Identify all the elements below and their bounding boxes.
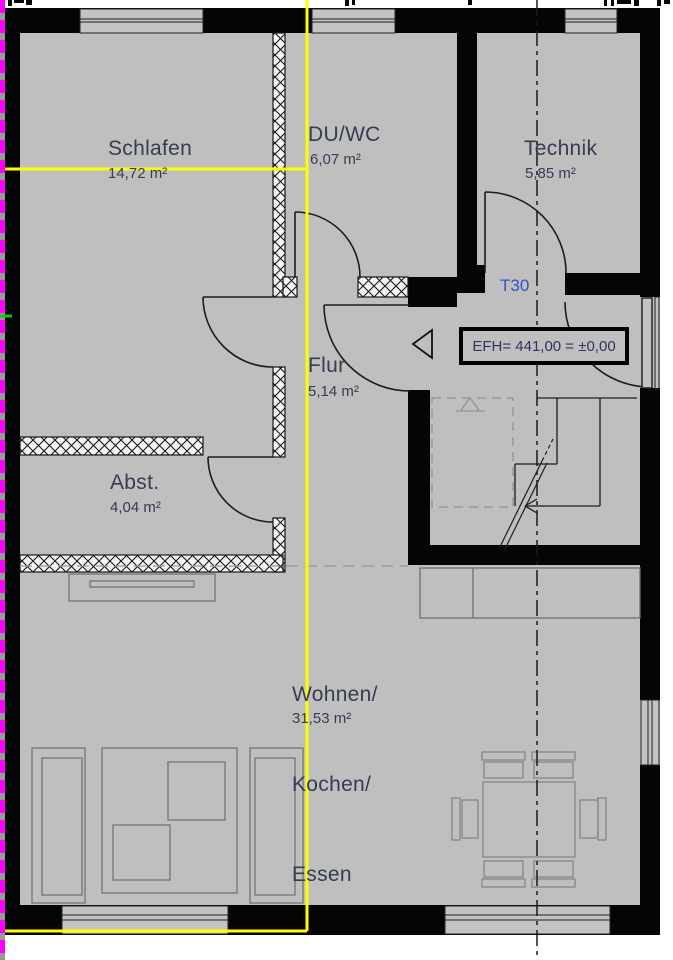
room-label-wohnen-line3: Essen	[292, 863, 352, 886]
rug-with-tables	[101, 747, 238, 894]
door-flur	[323, 304, 411, 392]
stair-break-line	[498, 438, 554, 552]
window-top-2	[311, 8, 396, 34]
room-label-flur: Flur	[308, 354, 346, 377]
level-marker: EFH= 441,00 = ±0,00	[459, 327, 629, 365]
room-area-duwc: 6,07 m²	[310, 151, 361, 168]
room-label-duwc: DU/WC	[308, 123, 381, 146]
entrance-arrow-icon	[411, 328, 433, 360]
door-technik	[484, 191, 567, 274]
room-label-wohnen: Wohnen/ Kochen/ Essen	[292, 620, 378, 920]
room-area-abst: 4,04 m²	[110, 499, 161, 516]
hatched-walls	[19, 32, 409, 573]
floor-slab	[5, 8, 660, 935]
doors	[202, 191, 660, 523]
dining-table	[451, 751, 607, 888]
stair-up-arrow-icon	[456, 396, 485, 412]
sofa-right	[249, 747, 304, 904]
boundary-marker	[0, 0, 12, 960]
windows	[61, 8, 660, 935]
furniture	[31, 573, 607, 904]
room-label-technik: Technik	[524, 137, 598, 160]
kitchen-counter	[419, 567, 641, 619]
room-label-wohnen-line2: Kochen/	[292, 773, 372, 796]
room-label-abst: Abst.	[110, 471, 160, 494]
window-bottom-1	[61, 905, 229, 935]
room-area-flur: 5,14 m²	[308, 383, 359, 400]
stair-steps	[514, 397, 637, 514]
selection-highlight-lines	[0, 0, 309, 933]
window-bottom-2	[444, 905, 611, 935]
door-schlafen	[202, 296, 274, 368]
stair-upper-flight-dashed	[431, 397, 514, 508]
staircase	[431, 396, 637, 552]
level-marker-text: EFH= 441,00 = ±0,00	[472, 337, 616, 355]
room-label-wohnen-line1: Wohnen/	[292, 683, 378, 706]
room-area-technik: 5,85 m²	[525, 165, 576, 182]
room-area-wohnen: 31,53 m²	[292, 710, 352, 727]
window-top-3	[564, 8, 618, 34]
top-edge-ticks	[8, 0, 670, 6]
room-label-schlafen: Schlafen	[108, 137, 193, 160]
fire-door-label: T30	[500, 276, 530, 295]
sideboard	[68, 573, 216, 602]
sofa-left	[31, 747, 86, 904]
room-area-schlafen: 14,72 m²	[108, 165, 168, 182]
window-top-1	[79, 8, 204, 34]
door-abst	[207, 456, 274, 523]
window-right	[640, 699, 660, 766]
